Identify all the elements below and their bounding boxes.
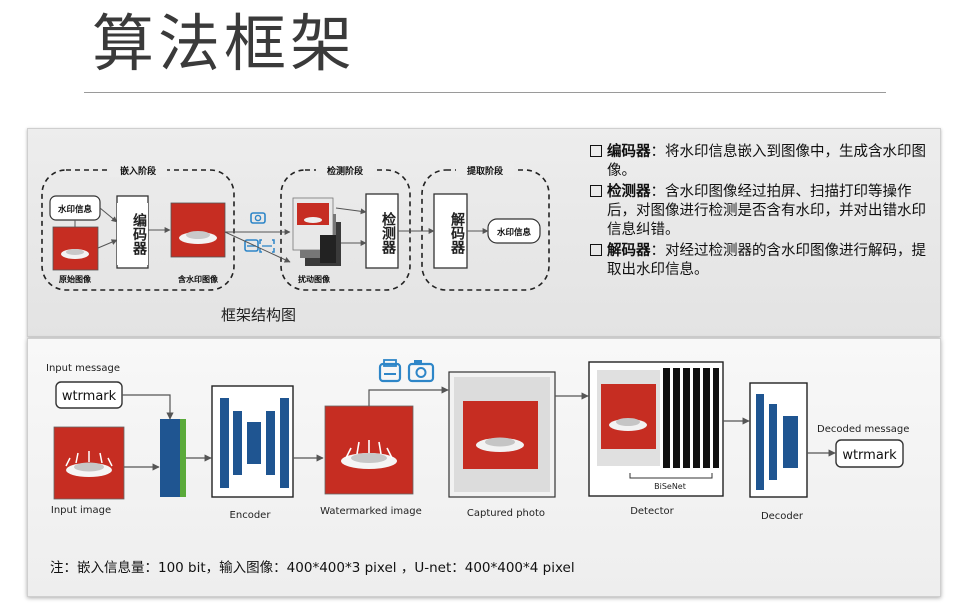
component-descriptions: 编码器：将水印信息嵌入到图像中，生成含水印图像。 检测器：含水印图像经过拍屏、扫…: [590, 143, 935, 282]
wtrmark-input-text: wtrmark: [62, 389, 117, 404]
title-divider: [84, 92, 886, 93]
detector-label: Detector: [630, 506, 674, 517]
captured-photo-thumb: [448, 371, 556, 498]
desc-detector-term: 检测器: [607, 184, 651, 200]
original-image-thumb: [52, 226, 99, 271]
wtrmark-output-text: wtrmark: [842, 448, 897, 463]
scan-icon: [259, 239, 275, 253]
page-title: 算法框架: [92, 7, 357, 80]
checkbox-square-icon: [590, 185, 602, 197]
encoder-unet-layers: [220, 398, 289, 488]
disturbed-image-label: 扰动图像: [298, 274, 331, 284]
desc-encoder-term: 编码器: [607, 144, 651, 160]
footnote: 注：嵌入信息量：100 bit，输入图像：400*400*3 pixel ，U-…: [50, 560, 575, 576]
stage-label-detect: 检测阶段: [327, 165, 364, 177]
wtrmark-output-box: [835, 439, 904, 468]
input-image-thumb: [53, 426, 125, 500]
camera-icon-large: [407, 360, 435, 383]
desc-detector: 检测器：含水印图像经过拍屏、扫描打印等操作后，对图像进行检测是否含有水印，并对出…: [590, 183, 935, 240]
decoder-layers: [756, 394, 798, 490]
desc-encoder-text: ：将水印信息嵌入到图像中，生成含水印图像。: [607, 144, 926, 179]
printer-icon-large: [378, 359, 402, 383]
desc-detector-text: ：含水印图像经过拍屏、扫描打印等操作后，对图像进行检测是否含有水印，并对出错水印…: [607, 184, 926, 238]
decoder-label: Decoder: [761, 511, 804, 522]
desc-encoder: 编码器：将水印信息嵌入到图像中，生成含水印图像。: [590, 143, 935, 181]
camera-icon: [250, 212, 266, 224]
watermarked-image-large: [324, 405, 414, 495]
decoded-message-label: Decoded message: [817, 424, 909, 435]
checkbox-square-icon: [590, 145, 602, 157]
watermarked-image-label: 含水印图像: [178, 274, 219, 284]
checkbox-square-icon: [590, 244, 602, 256]
framework-caption: 框架结构图: [221, 306, 297, 324]
detector-mask-stack: [663, 368, 719, 468]
watermark-info-out-label: 水印信息: [496, 227, 532, 238]
detector-vertical-label: 检测器: [367, 202, 397, 264]
detector-input-image: [597, 370, 660, 466]
stage-label-extract: 提取阶段: [467, 165, 504, 177]
encoder-vertical-label: 编码器: [117, 203, 148, 265]
watermarked-image-label-en: Watermarked image: [320, 506, 422, 517]
desc-decoder: 解码器：对经过检测器的含水印图像进行解码，提取出水印信息。: [590, 242, 935, 280]
input-image-label: Input image: [51, 505, 111, 516]
desc-decoder-text: ：对经过检测器的含水印图像进行解码，提取出水印信息。: [607, 243, 926, 278]
disturbed-image-stack: [292, 197, 341, 266]
desc-decoder-term: 解码器: [607, 243, 651, 259]
concat-block: [160, 419, 186, 497]
input-message-label: Input message: [46, 363, 120, 374]
captured-photo-label: Captured photo: [467, 508, 545, 519]
encoder-label: Encoder: [230, 510, 272, 521]
original-image-label: 原始图像: [59, 274, 92, 284]
decoder-vertical-label: 解码器: [435, 202, 466, 264]
watermarked-image-thumb: [170, 202, 226, 258]
bisenet-label: BiSeNet: [654, 482, 686, 491]
watermark-info-label: 水印信息: [57, 204, 93, 215]
stage-label-embed: 嵌入阶段: [120, 165, 157, 177]
